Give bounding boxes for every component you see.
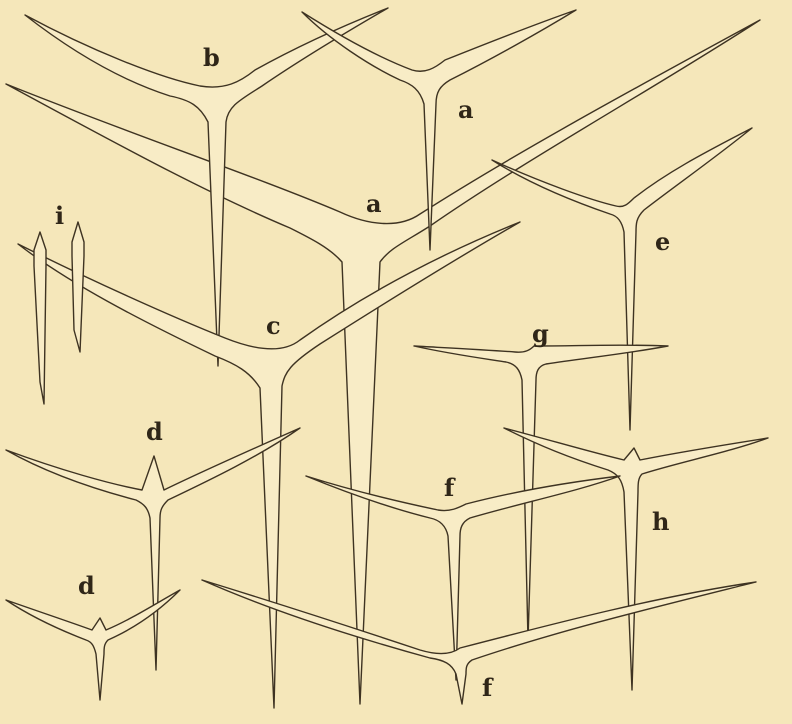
- label-i: i: [55, 201, 64, 230]
- label-d-lower: d: [78, 571, 95, 600]
- label-f-upper: f: [444, 473, 456, 502]
- label-g: g: [532, 319, 549, 348]
- label-d-upper: d: [146, 417, 163, 446]
- label-c: c: [266, 311, 281, 340]
- label-a-center: a: [366, 189, 382, 218]
- label-h: h: [652, 507, 669, 536]
- label-f-lower: f: [482, 673, 494, 702]
- label-a-upper: a: [458, 95, 474, 124]
- label-e: e: [655, 227, 670, 256]
- label-b: b: [203, 43, 220, 72]
